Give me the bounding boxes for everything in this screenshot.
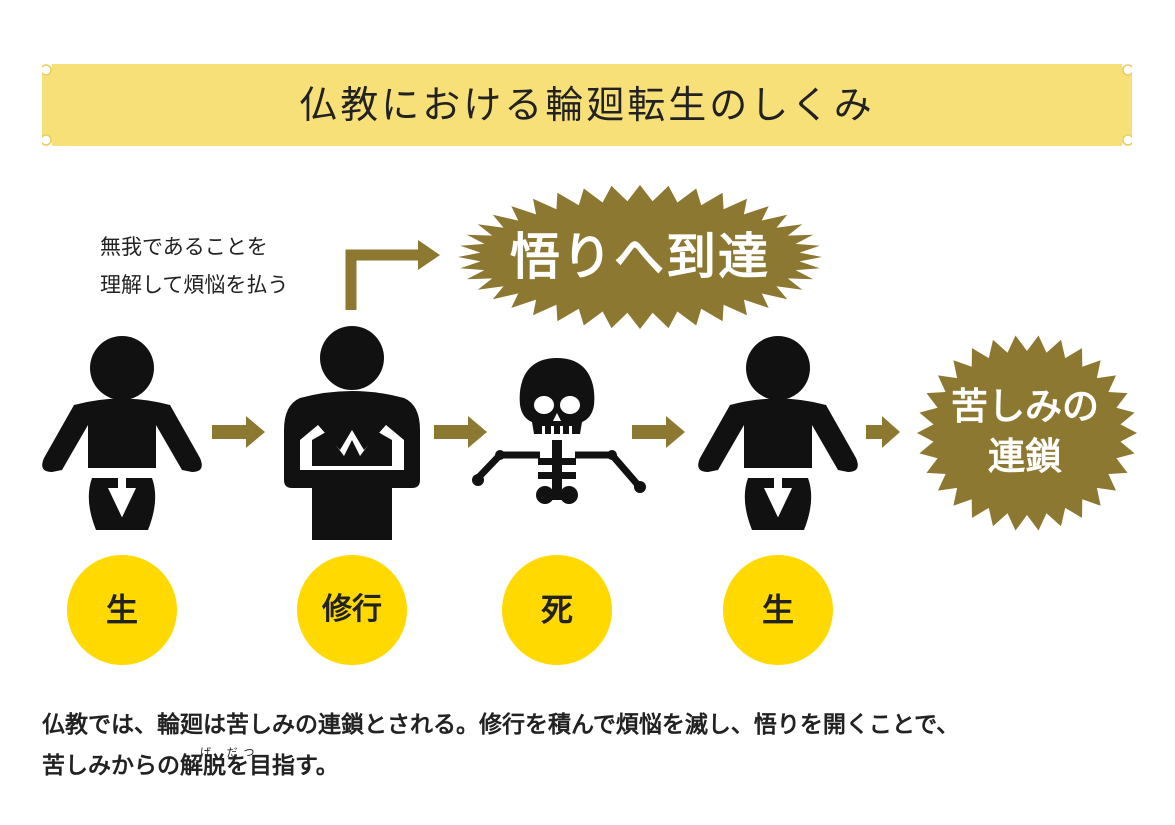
- banner-background: [42, 64, 1132, 146]
- cycle-label: 苦しみの 連鎖: [905, 382, 1145, 482]
- cycle-burst-shape: [917, 335, 1137, 531]
- goal-burst-shape: [458, 185, 822, 329]
- stage-birth: 生: [67, 555, 177, 665]
- monk-icon: [284, 326, 420, 540]
- note-line-1: 無我であることを: [100, 235, 268, 259]
- note-text: 無我であることを 理解して煩悩を払う: [100, 228, 288, 304]
- caption-line-2: 苦しみからの解脱を目指す。: [42, 753, 339, 779]
- note-line-2: 理解して煩悩を払う: [100, 273, 289, 297]
- flow-arrow-1: [212, 416, 265, 448]
- elbow-arrow: [345, 240, 440, 310]
- cycle-line-2: 連鎖: [988, 435, 1062, 478]
- baby-icon-2: [698, 336, 858, 530]
- goal-label: 悟りへ到達: [510, 228, 770, 286]
- flow-arrow-2: [434, 416, 487, 448]
- flow-arrow-4: [866, 416, 900, 448]
- page-title: 仏教における輪廻転生のしくみ: [299, 83, 875, 127]
- caption-line-1: 仏教では、輪廻は苦しみの連鎖とされる。修行を積んで煩悩を滅し、悟りを開くことで、: [42, 712, 960, 738]
- stage-rebirth: 生: [723, 555, 833, 665]
- ruby-text: げ だつ: [200, 746, 261, 759]
- flow-arrow-3: [632, 416, 685, 448]
- stage-death: 死: [502, 555, 612, 665]
- caption: 仏教では、輪廻は苦しみの連鎖とされる。修行を積んで煩悩を滅し、悟りを開くことで、…: [42, 705, 1142, 787]
- skeleton-icon: [472, 358, 646, 504]
- title-banner: 仏教における輪廻転生のしくみ: [42, 64, 1132, 146]
- baby-icon: [42, 336, 202, 530]
- cycle-line-1: 苦しみの: [951, 385, 1099, 428]
- stage-training: 修行: [297, 555, 407, 665]
